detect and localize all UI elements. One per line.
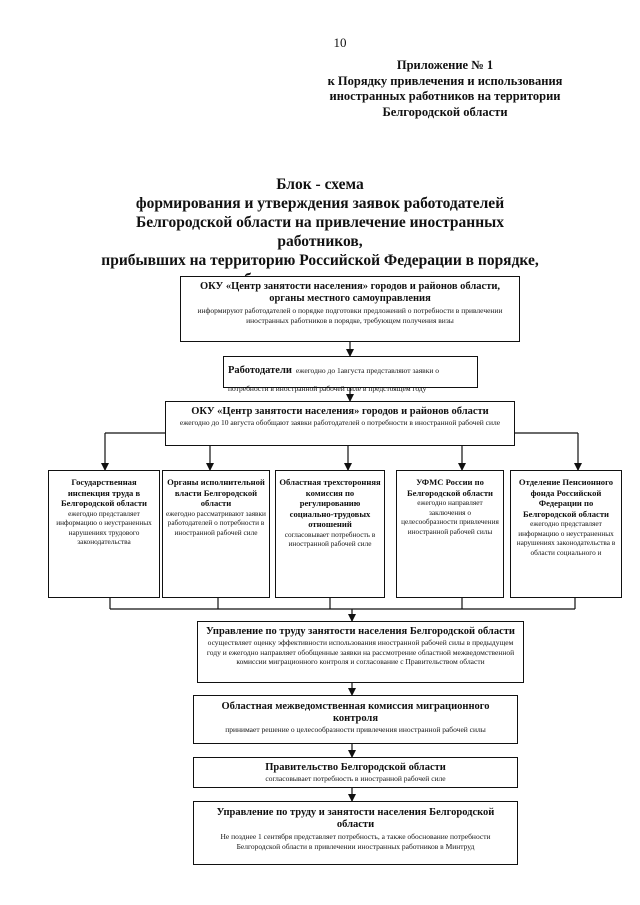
box-pension-fund: Отделение Пенсионного фонда Российской Ф… <box>510 470 622 598</box>
col4-text: ежегодно направляет заключения о целесоо… <box>401 498 499 536</box>
appendix-line-2: к Порядку привлечения и использования <box>327 73 563 88</box>
col2-text: ежегодно рассматривают заявки работодате… <box>166 508 266 537</box>
box-czn-top-text: информируют работодателей о порядке подг… <box>197 306 503 325</box>
government-heading: Правительство Белгородской области <box>265 762 446 773</box>
title-line-4: прибывших на территорию Российской Федер… <box>101 252 539 269</box>
box-czn-second: ОКУ «Центр занятости населения» городов … <box>165 401 515 446</box>
appendix-line-1: Приложение № 1 <box>396 58 494 72</box>
col5-text: ежегодно представляет информацию о неуст… <box>516 519 616 557</box>
title-line-2: формирования и утверждения заявок работо… <box>135 195 505 212</box>
box-migration-commission: Областная межведомственная комиссия мигр… <box>193 695 518 744</box>
appendix-header: Приложение № 1 к Порядку привлечения и и… <box>300 58 590 120</box>
labor-final-text: Не позднее 1 сентября представляет потре… <box>220 832 491 851</box>
box-government: Правительство Белгородской области согла… <box>193 757 518 788</box>
box-labor-inspection: Государственная инспекция труда в Белгор… <box>48 470 160 598</box>
box-czn-top-heading: ОКУ «Центр занятости населения» городов … <box>199 281 501 304</box>
page-number: 10 <box>333 35 347 50</box>
col1-text: ежегодно представляет информацию о неуст… <box>56 508 152 547</box>
box-employers: Работодатели ежегодно до 1августа предст… <box>223 356 478 393</box>
commission-text: принимает решение о целесообразности при… <box>225 725 486 734</box>
col5-heading: Отделение Пенсионного фонда Российской Ф… <box>518 477 614 519</box>
box-czn-top: ОКУ «Центр занятости населения» городов … <box>180 276 520 342</box>
title-line-1: Блок - схема <box>276 176 364 193</box>
box-tripartite-commission: Областная трехсторонняя комиссия по регу… <box>275 470 385 598</box>
labor-final-heading: Управление по труду и занятости населени… <box>216 807 495 830</box>
appendix-line-4: Белгородской области <box>382 104 508 119</box>
government-text: согласовывает потребность в иностранной … <box>265 774 446 783</box>
box-czn-second-heading: ОКУ «Центр занятости населения» городов … <box>191 406 489 417</box>
title-line-3: Белгородской области на привлечение инос… <box>135 214 505 250</box>
box-ufms: УФМС России по Белгородской области ежег… <box>396 470 504 598</box>
col1-heading: Государственная инспекция труда в Белгор… <box>60 477 147 508</box>
box-employers-heading: Работодатели <box>228 365 292 376</box>
box-labor-final: Управление по труду и занятости населени… <box>193 801 518 865</box>
commission-heading: Областная межведомственная комиссия мигр… <box>221 701 490 724</box>
appendix-line-3: иностранных работников на территории <box>329 89 561 103</box>
col3-text: согласовывает потребность в иностранной … <box>284 529 376 549</box>
labor-dept-text: осуществляет оценку эффективности исполь… <box>206 638 515 666</box>
document-title: Блок - схема формирования и утверждения … <box>100 175 540 289</box>
col2-heading: Органы исполнительной власти Белгородско… <box>167 477 265 508</box>
box-employers-text: ежегодно до 1августа представляют заявки… <box>228 366 440 393</box>
labor-dept-heading: Управление по труду занятости населения … <box>206 626 515 637</box>
box-executive-bodies: Органы исполнительной власти Белгородско… <box>162 470 270 598</box>
box-labor-department: Управление по труду занятости населения … <box>197 621 524 683</box>
col3-heading: Областная трехсторонняя комиссия по регу… <box>279 477 381 529</box>
col4-heading: УФМС России по Белгородской области <box>406 477 493 498</box>
box-czn-second-text: ежегодно до 10 августа обобщают заявки р… <box>179 418 501 427</box>
